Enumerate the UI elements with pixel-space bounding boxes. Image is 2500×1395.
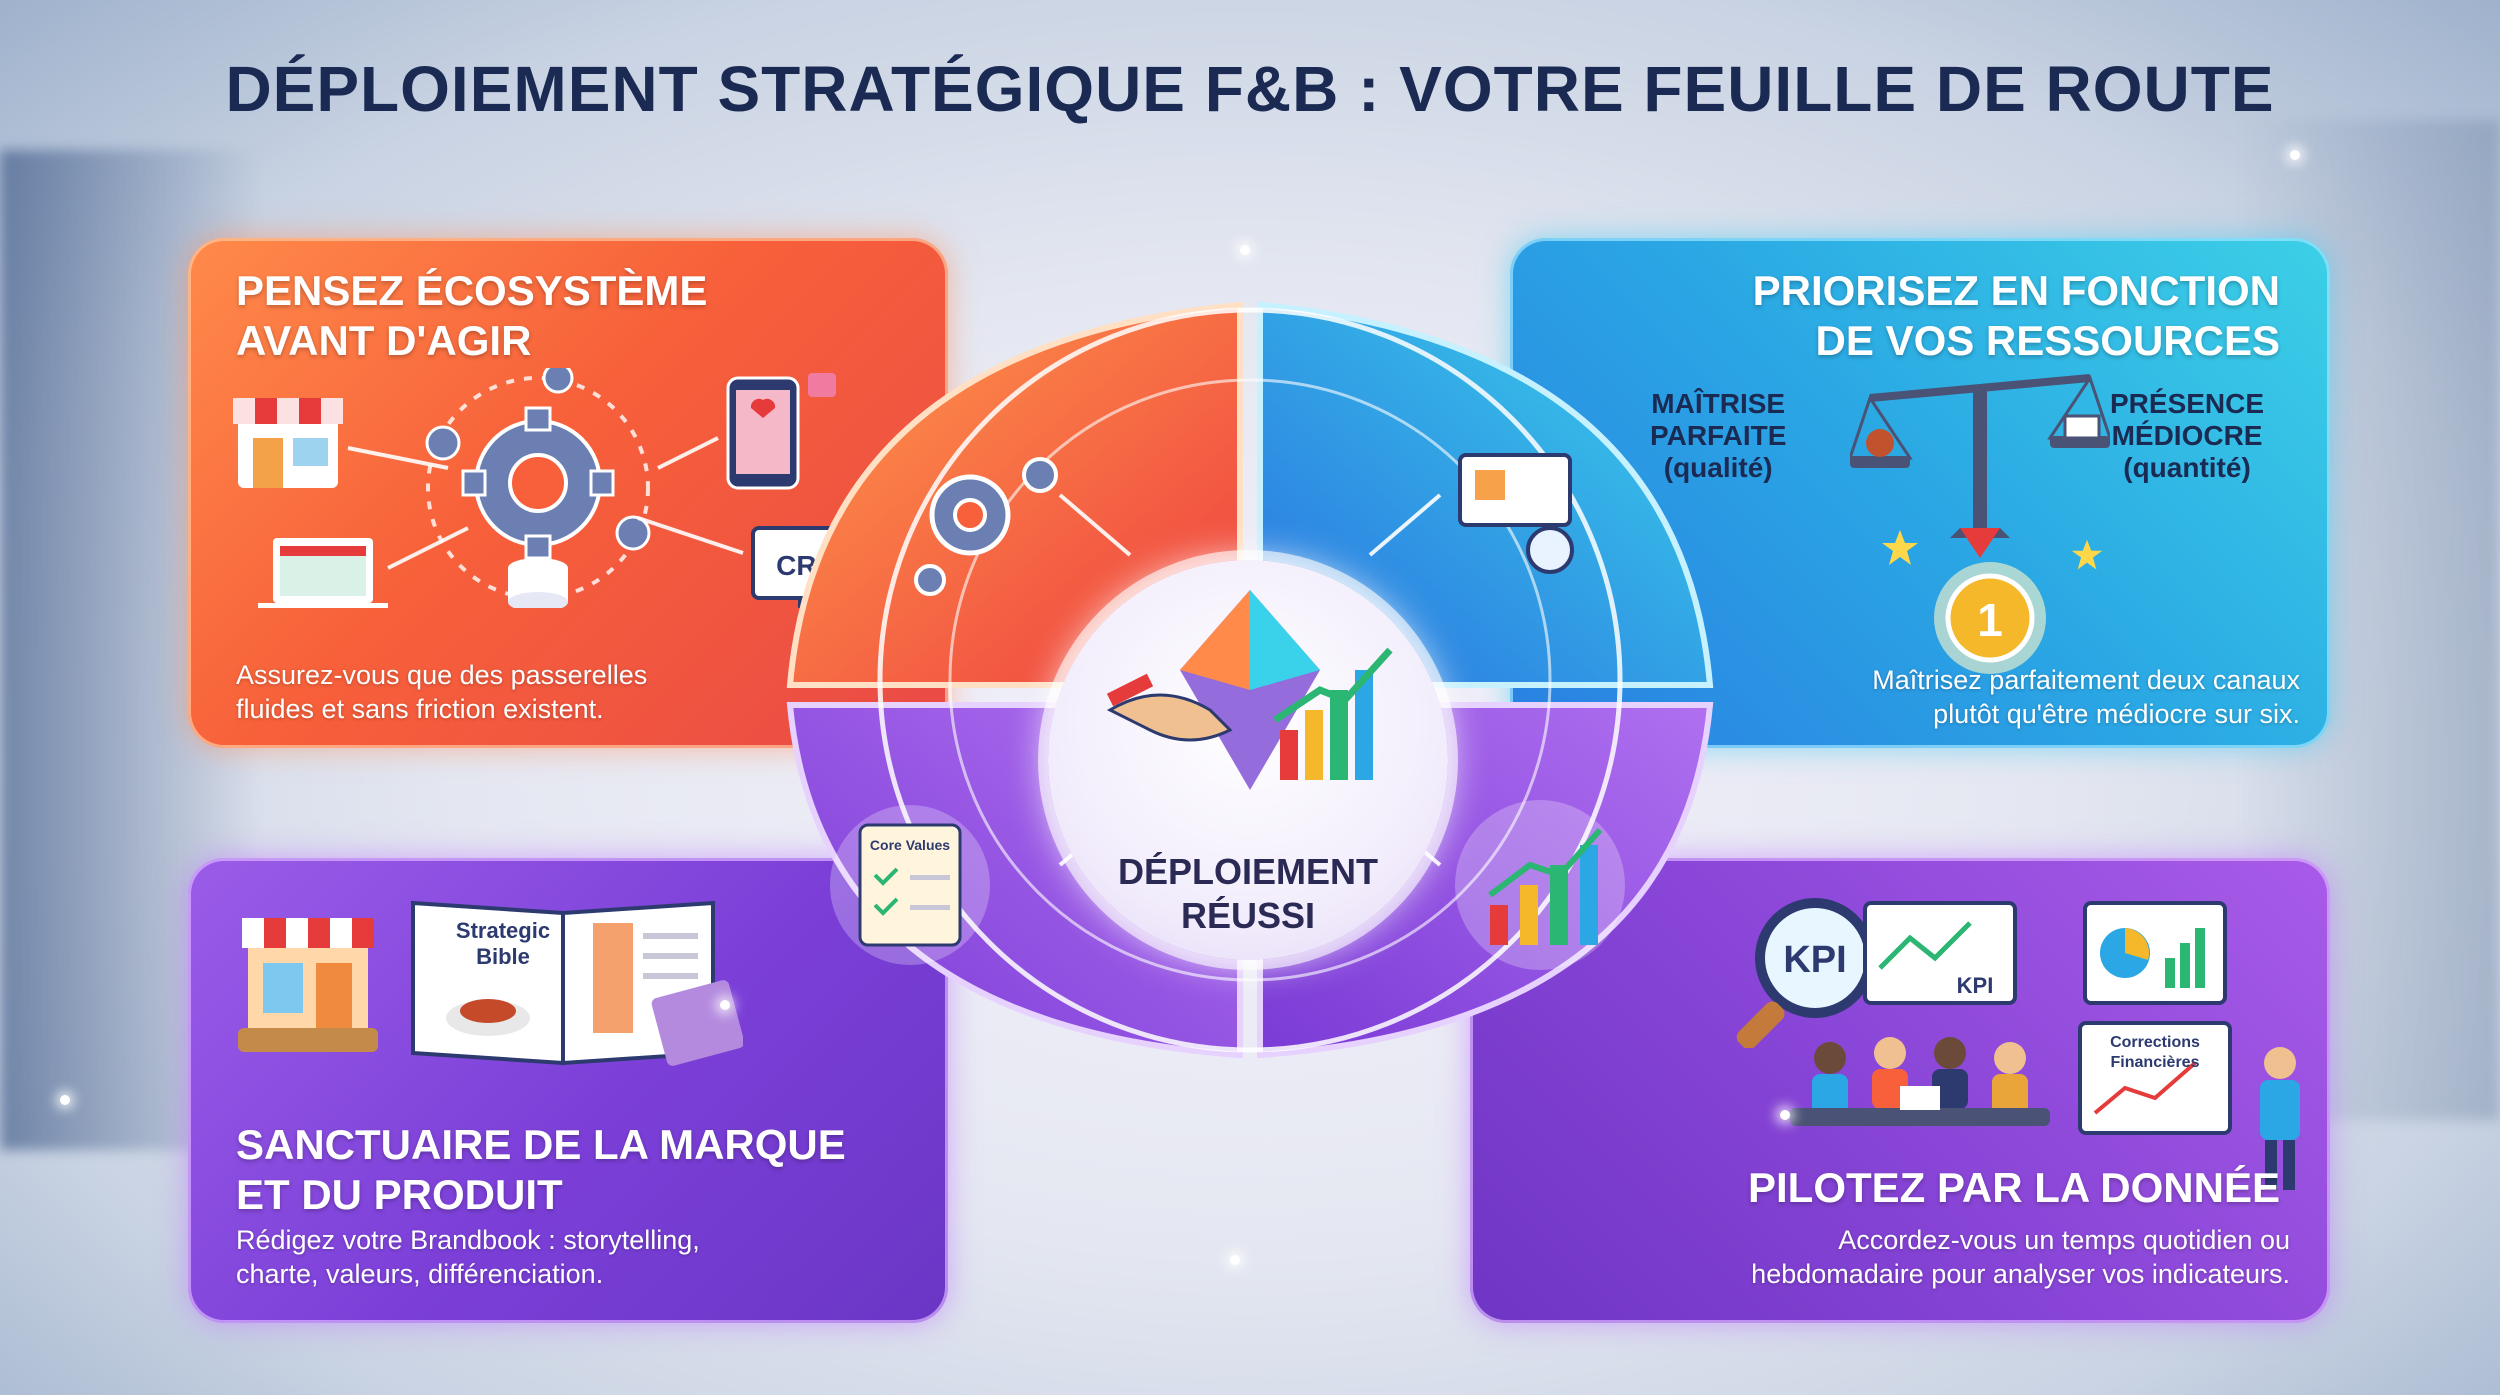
- panel-brand: Strategic Bible SANCTUAIRE DE LA MARQUE …: [188, 858, 948, 1323]
- ecosystem-illustration: CRM: [233, 368, 865, 608]
- panel-resources-title: PRIORISEZ EN FONCTION DE VOS RESSOURCES: [1752, 267, 2280, 364]
- panel-data: KPI KPI Corrections Financières PILOTEZ …: [1470, 858, 2330, 1323]
- star-icon-2: [2071, 539, 2103, 570]
- laptop-shop-icon: [258, 538, 388, 608]
- panel-brand-title: SANCTUAIRE DE LA MARQUE ET DU PRODUIT: [236, 1121, 846, 1218]
- gold-medal-icon: 1: [1934, 562, 2046, 674]
- sparkle-5: [60, 1095, 70, 1105]
- storefront-icon: [233, 398, 343, 488]
- panel-ecosystem-description: Assurez-vous que des passerelles fluides…: [236, 660, 648, 724]
- board-title-line2: Financières: [2111, 1054, 2200, 1071]
- sparkle-4: [2290, 150, 2300, 160]
- financial-board-icon: [2078, 1021, 2300, 1190]
- database-icon: [508, 558, 568, 608]
- smartphone-icon: [726, 373, 836, 490]
- monitor-user-icon: [1458, 453, 1574, 574]
- sparkle-3: [1780, 1110, 1790, 1120]
- central-gear-icon: [461, 406, 615, 560]
- kpi-lens-label: KPI: [1783, 939, 1846, 981]
- page-title: DÉPLOIEMENT STRATÉGIQUE F&B : VOTRE FEUI…: [225, 53, 2275, 125]
- core-values-label: Core Values: [870, 837, 950, 853]
- small-gear-icon-3: [542, 368, 574, 394]
- kpi-magnifier-icon: KPI: [1736, 898, 1875, 1048]
- kpi-screen-icon: KPI: [1863, 901, 2017, 1005]
- balance-scale-icon: [1850, 374, 2110, 558]
- growth-chart-icon: [1455, 800, 1625, 970]
- sparkle-1: [720, 1000, 730, 1010]
- chart-screen-icon: [2083, 901, 2227, 1005]
- team-meeting-icon: [1790, 1037, 2050, 1126]
- core-values-scroll-icon: [830, 805, 990, 965]
- book-title: Strategic Bible: [456, 918, 550, 969]
- small-gear-icon-2: [615, 515, 651, 551]
- gears-icon: [914, 457, 1058, 596]
- panel-data-title: PILOTEZ PAR LA DONNÉE: [1747, 1164, 2280, 1211]
- panel-resources-description: Maîtrisez parfaitement deux canaux plutô…: [1872, 665, 2300, 729]
- medal-number: 1: [1977, 594, 2003, 646]
- handshake-growth-icon: [1106, 590, 1393, 790]
- quantity-label: PRÉSENCE MÉDIOCRE (quantité): [2110, 388, 2265, 483]
- book-title-line1: Strategic: [456, 918, 550, 943]
- small-gear-icon: [425, 425, 461, 461]
- financial-board-title: Corrections Financières: [2110, 1034, 2200, 1071]
- sparkle-2: [1240, 245, 1250, 255]
- kpi-screen-label: KPI: [1957, 973, 1994, 998]
- sparkle-6: [1230, 1255, 1240, 1265]
- panel-ecosystem-title: PENSEZ ÉCOSYSTÈME AVANT D'AGIR: [236, 267, 708, 364]
- panel-brand-description: Rédigez votre Brandbook : storytelling, …: [236, 1225, 700, 1289]
- star-icon: [1882, 530, 1918, 565]
- panel-data-description: Accordez-vous un temps quotidien ou hebd…: [1751, 1225, 2290, 1289]
- central-hub-label: DÉPLOIEMENT RÉUSSI: [1117, 851, 1378, 936]
- quality-label: MAÎTRISE PARFAITE (qualité): [1650, 388, 1787, 483]
- book-title-line2: Bible: [476, 944, 530, 969]
- shop-book-icon: [238, 918, 378, 1052]
- board-title-line1: Corrections: [2110, 1034, 2200, 1051]
